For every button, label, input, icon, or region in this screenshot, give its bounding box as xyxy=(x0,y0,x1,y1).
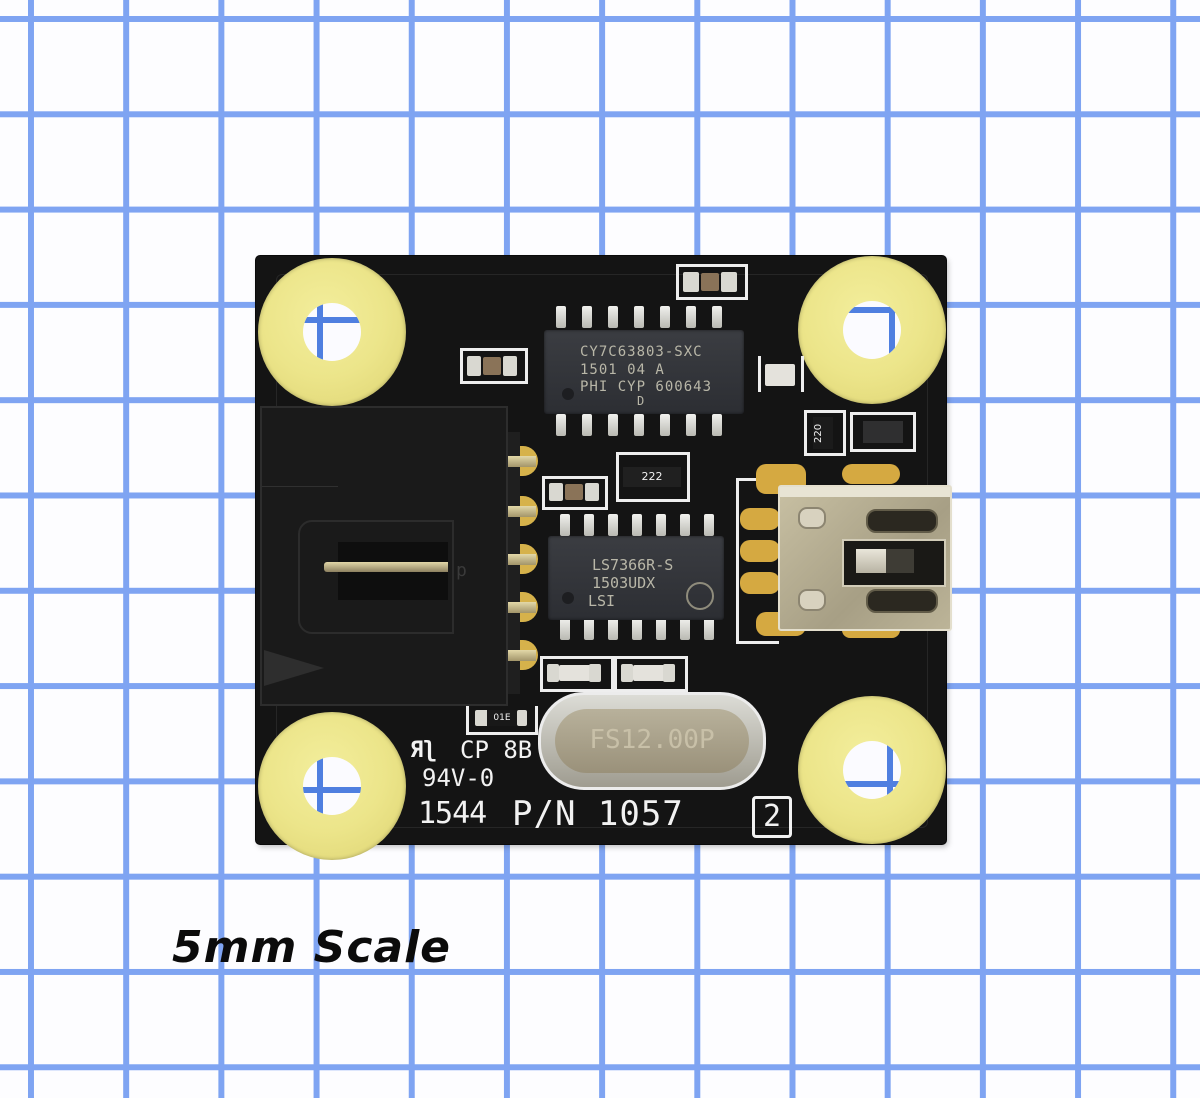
usb-pad xyxy=(842,464,900,484)
cap-footprint-left xyxy=(460,348,528,384)
resistor-01e-label: 01E xyxy=(487,710,517,726)
mounting-washer-bottom-right xyxy=(798,696,946,844)
resistor-220-footprint: 220 xyxy=(804,410,846,456)
usb-pad xyxy=(740,540,780,562)
resistor-footprint-bottom-2 xyxy=(614,656,688,692)
connector-pin-visible xyxy=(324,562,448,572)
mcu-pins xyxy=(548,306,748,436)
silk-date-code: 1544 xyxy=(418,796,487,831)
usb-opening xyxy=(842,539,946,587)
counter-label-line2: 1503UDX xyxy=(592,574,656,592)
mcu-label-line3: PHI CYP 600643 xyxy=(580,379,713,395)
mcu-chip: CY7C63803-SXC 1501 04 A PHI CYP 600643 D xyxy=(544,330,744,414)
crystal-label: FS12.00P xyxy=(555,709,749,773)
pin1-dot xyxy=(562,592,574,604)
counter-label-line1: LS7366R-S xyxy=(592,556,674,574)
connector-arrow-icon xyxy=(264,650,324,686)
mcu-label-line2: 1501 04 A xyxy=(580,362,665,378)
encoder-connector: p xyxy=(260,406,508,706)
diode-footprint xyxy=(850,412,916,452)
scale-label: 5mm Scale xyxy=(172,922,452,973)
ul-mark-icon: Яʅ xyxy=(410,738,437,763)
silk-rating: 94V-0 xyxy=(422,764,495,792)
pin1-dot xyxy=(562,388,574,400)
mounting-washer-top-left xyxy=(258,258,406,406)
counter-label-line3: LSI xyxy=(588,592,616,610)
cap-footprint-middle xyxy=(542,476,608,510)
counter-chip: LS7366R-S 1503UDX LSI xyxy=(548,536,724,620)
mcu-label-mark: D xyxy=(637,394,645,408)
connector-pins xyxy=(508,446,548,676)
silk-revision: 2 xyxy=(752,796,792,838)
mounting-washer-bottom-left xyxy=(258,712,406,860)
resistor-01e-footprint: 01E xyxy=(466,706,538,735)
counter-pins xyxy=(552,514,732,644)
mcu-label-line1: CY7C63803-SXC xyxy=(580,344,703,360)
crystal-oscillator: FS12.00P xyxy=(538,692,766,790)
resistor-array-footprint: 222 xyxy=(616,452,690,502)
resistor-array-label: 222 xyxy=(623,467,681,487)
resistor-220-label: 220 xyxy=(813,417,833,449)
mounting-washer-top-right xyxy=(798,256,946,404)
mini-usb-port[interactable] xyxy=(778,485,952,631)
manufacturer-logo xyxy=(686,582,714,610)
usb-pad xyxy=(740,508,780,530)
pin1-marker: p xyxy=(456,560,467,581)
sot-footprint xyxy=(758,356,804,392)
silk-part-number: P/N 1057 xyxy=(512,794,684,834)
silk-cp: CP 8B xyxy=(460,736,533,764)
connector-latch xyxy=(298,520,454,634)
resistor-footprint-bottom-1 xyxy=(540,656,614,692)
cap-footprint-top xyxy=(676,264,748,300)
usb-pad xyxy=(740,572,780,594)
